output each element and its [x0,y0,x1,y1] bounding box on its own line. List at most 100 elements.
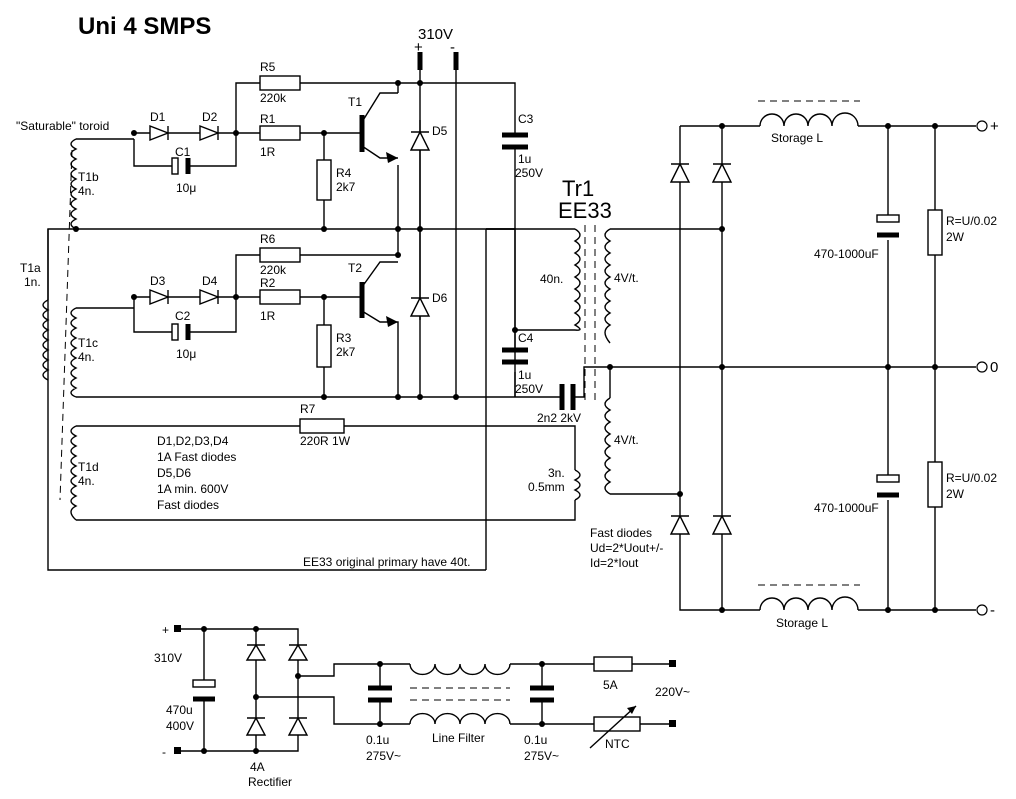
fuse-label: 5A [603,678,618,692]
t1-label: T1 [348,95,362,109]
output-cap-bottom-label: 470-1000uF [814,501,879,515]
t1c-turns: 4n. [78,350,95,364]
c1-label: C1 [175,145,191,159]
t2-label: T2 [348,261,362,275]
input-plus-label: + [162,623,169,637]
output-wiring [610,125,976,611]
supply-plus-label: + [414,39,423,56]
input-terminal-minus [174,747,181,754]
output-terminal-plus [976,120,988,132]
output-res-top-label-1: R=U/0.02 [946,214,997,228]
capacitor-c3 [502,132,528,160]
capacitor-c1 [171,157,191,175]
tr1-primary-turns: 40n. [540,272,563,286]
r3-label: R3 [336,331,352,345]
t1a-turns: 1n. [24,275,41,289]
fast-diodes-note-3: Id=2*Iout [590,556,639,570]
ntc-label: NTC [605,737,630,751]
output-zero-label: 0 [990,359,998,376]
note-diodes-1: D1,D2,D3,D4 [157,434,229,448]
line-filter-label: Line Filter [432,731,485,745]
d1-label: D1 [150,110,166,124]
toroid-windings [42,138,78,521]
r7-label: R7 [300,402,316,416]
output-capacitor-bottom [876,474,900,498]
input-310v-label: 310V [154,651,182,665]
t1a-label: T1a [20,261,41,275]
bulk-cap-value-2: 400V [166,719,194,733]
note-diodes-3: D5,D6 [157,466,191,480]
resistor-r5 [259,75,301,91]
input-terminal-plus [174,625,181,632]
note-diodes-5: Fast diodes [157,498,219,512]
toroid-label: "Saturable" toroid [16,119,109,133]
fast-diodes-note-2: Ud=2*Uout+/- [590,541,663,555]
c3-label: C3 [518,112,534,126]
d5-label: D5 [432,124,448,138]
output-terminal-zero [976,361,988,373]
mains-label: 220V~ [655,685,690,699]
resistor-r2 [259,289,301,305]
r2-label: R2 [260,276,276,290]
t1b-turns: 4n. [78,184,95,198]
x-capacitor-left [368,685,392,703]
tr1-core: EE33 [558,198,612,223]
diode-d1 [149,124,170,142]
rectifier-bridge [245,643,309,736]
output-diodes [669,162,733,535]
transistor-t2 [359,282,398,327]
diode-d5 [409,130,431,151]
transistor-t1 [359,115,398,163]
mains-terminal-top [669,660,676,667]
x-cap-left-value-1: 0.1u [366,733,389,747]
x-cap-right-value-1: 0.1u [524,733,547,747]
output-minus-label: - [990,602,995,619]
schematic-title: Uni 4 SMPS [78,13,211,40]
c-2n2-value: 2n2 2kV [537,411,581,425]
c4-value-2: 250V [515,382,543,396]
r5-value: 220k [260,91,287,105]
input-minus-label: - [162,745,166,759]
r2-value: 1R [260,309,276,323]
tr1-aux-wire: 0.5mm [528,480,565,494]
junction-dots [73,80,938,754]
t1d-label: T1d [78,460,99,474]
d4-label: D4 [202,274,218,288]
x-cap-right-value-2: 275V~ [524,749,559,763]
t1b-label: T1b [78,170,99,184]
c1-value: 10μ [176,181,196,195]
storage-inductor-top [758,100,860,127]
capacitor-2n2 [559,384,576,410]
capacitor-c2 [171,323,191,341]
r4-label: R4 [336,166,352,180]
fast-diodes-note-1: Fast diodes [590,526,652,540]
output-resistor-top [927,209,943,256]
rectifier-label-1: 4A [250,760,265,774]
x-cap-left-value-2: 275V~ [366,749,401,763]
input-wiring [178,628,672,752]
output-terminal-minus [976,604,988,616]
r6-label: R6 [260,232,276,246]
resistor-r3 [316,324,332,368]
t1c-label: T1c [78,336,98,350]
bulk-cap-value-1: 470u [166,703,193,717]
tr1-secondary-top: 4V/t. [614,271,639,285]
supply-voltage-label: 310V [418,26,453,43]
resistor-r1 [259,125,301,141]
d6-label: D6 [432,291,448,305]
fuse [593,656,633,672]
supply-minus-label: - [450,39,455,56]
t1d-turns: 4n. [78,474,95,488]
diode-d4 [199,288,220,306]
r1-value: 1R [260,145,276,159]
c2-label: C2 [175,309,191,323]
tr1-aux-turns: 3n. [548,466,565,480]
x-capacitor-right [530,685,554,703]
resistor-r6 [259,247,301,263]
r3-value: 2k7 [336,345,356,359]
storage-inductor-bottom [758,584,860,611]
c3-value-2: 250V [515,166,543,180]
mains-terminal-bottom [669,720,676,727]
d3-label: D3 [150,274,166,288]
